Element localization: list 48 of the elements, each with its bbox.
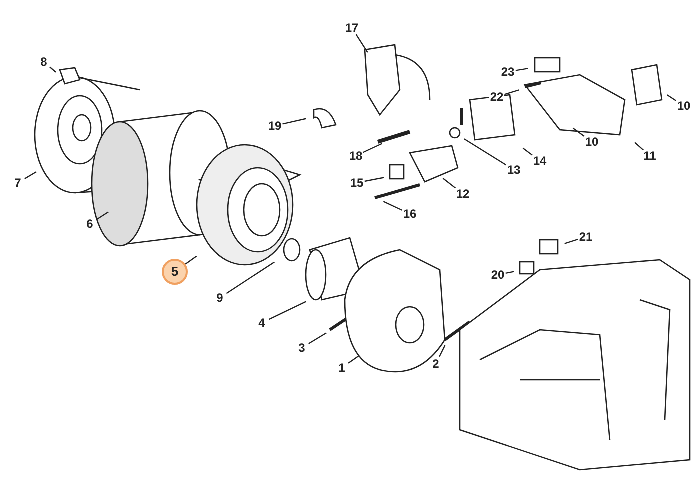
callout-number: 2 xyxy=(432,358,440,370)
leader-line xyxy=(363,143,383,154)
callout-number: 6 xyxy=(86,218,94,230)
callout-number: 14 xyxy=(532,155,548,167)
leader-line xyxy=(383,201,403,212)
leader-line xyxy=(364,177,384,182)
callout-number: 7 xyxy=(14,177,22,189)
callout-number: 22 xyxy=(489,91,505,103)
callout-number: 17 xyxy=(344,22,360,34)
callout-number: 20 xyxy=(490,269,506,281)
callout-number: 11 xyxy=(642,150,658,162)
callout-number: 8 xyxy=(40,56,48,68)
leader-line xyxy=(572,128,586,138)
callout-number: 9 xyxy=(216,292,224,304)
callout-number: 16 xyxy=(402,208,418,220)
leader-line xyxy=(282,118,306,125)
callout-number: 15 xyxy=(349,177,365,189)
leader-line xyxy=(308,332,327,344)
callout-number: 13 xyxy=(506,164,522,176)
callout-number: 18 xyxy=(348,150,364,162)
callout-number: 10 xyxy=(584,136,600,148)
leader-line xyxy=(356,34,368,53)
leader-line xyxy=(504,90,520,96)
callout-number: 23 xyxy=(500,66,516,78)
leader-line xyxy=(522,148,534,157)
callout-number: 5 xyxy=(162,259,188,285)
callout-number: 1 xyxy=(338,362,346,374)
callout-number: 12 xyxy=(455,188,471,200)
callout-number: 19 xyxy=(267,120,283,132)
leader-line xyxy=(348,356,360,364)
leader-line xyxy=(24,172,37,180)
leader-line xyxy=(185,256,198,265)
leader-line xyxy=(634,142,644,152)
leader-line xyxy=(667,94,678,102)
leader-line xyxy=(516,68,528,72)
leader-line xyxy=(442,178,458,190)
leader-line xyxy=(226,262,275,294)
callout-number: 3 xyxy=(298,342,306,354)
callout-number: 21 xyxy=(578,231,594,243)
leader-line xyxy=(464,138,508,166)
callout-number: 4 xyxy=(258,317,266,329)
leader-line xyxy=(564,238,579,244)
leader-line xyxy=(439,345,446,358)
leader-line xyxy=(96,212,109,220)
leader-line xyxy=(506,271,514,274)
callout-number: 10 xyxy=(676,100,692,112)
leader-line xyxy=(268,301,307,320)
leader-line xyxy=(50,66,56,73)
